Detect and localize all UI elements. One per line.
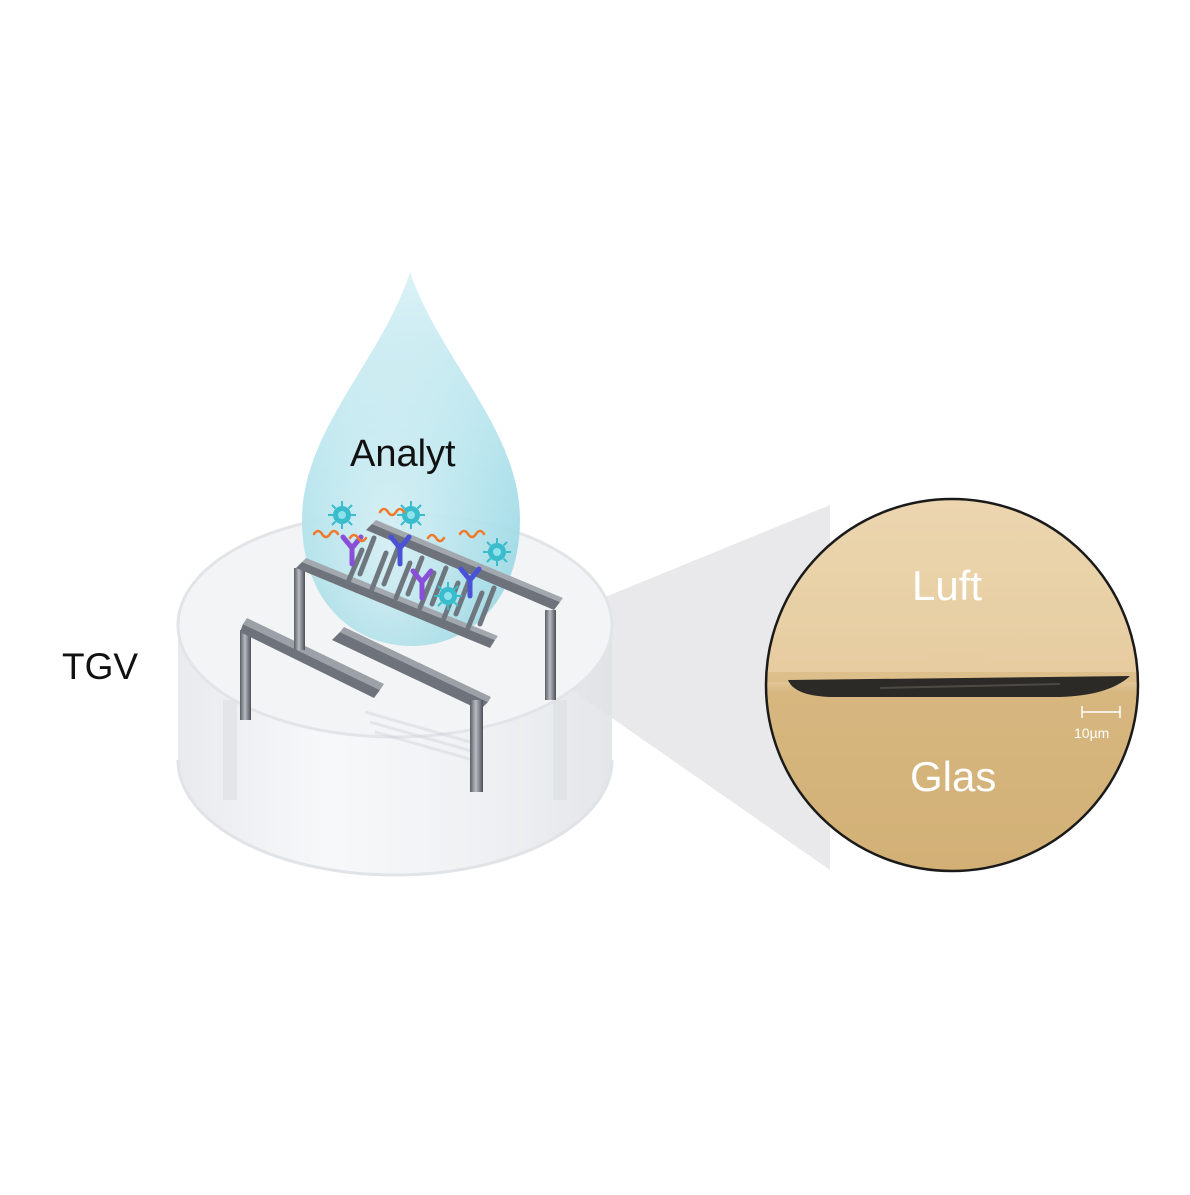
glass-label: Glas <box>910 753 997 800</box>
air-label: Luft <box>912 562 983 609</box>
analyte-droplet <box>302 272 520 646</box>
scale-bar <box>1081 706 1121 718</box>
strand-molecules <box>312 507 486 543</box>
virus-particle-icon <box>482 537 512 567</box>
magnification-cone <box>500 505 830 870</box>
strand-molecule-icon <box>312 529 340 539</box>
virus-particle-icon <box>396 500 426 530</box>
virus-particle-icon <box>327 500 357 530</box>
magnifier-circle-icon <box>764 497 1140 873</box>
antibodies <box>340 534 482 601</box>
interdigitated-electrode-icon <box>296 520 563 648</box>
strand-molecule-icon <box>458 529 486 539</box>
antibody-icon <box>410 568 434 601</box>
antibody-icon <box>388 534 412 567</box>
analyte-label: Analyt <box>350 433 456 475</box>
strand-molecule-icon <box>348 533 368 543</box>
strand-molecule-icon <box>378 507 406 517</box>
tgv-electrodes <box>240 568 556 792</box>
strand-molecule-icon <box>426 533 446 543</box>
virus-particle-icon <box>433 581 463 611</box>
scale-bar-label: 10µm <box>1074 725 1110 741</box>
antibody-icon <box>458 566 482 599</box>
tgv-label: TGV <box>62 646 139 687</box>
